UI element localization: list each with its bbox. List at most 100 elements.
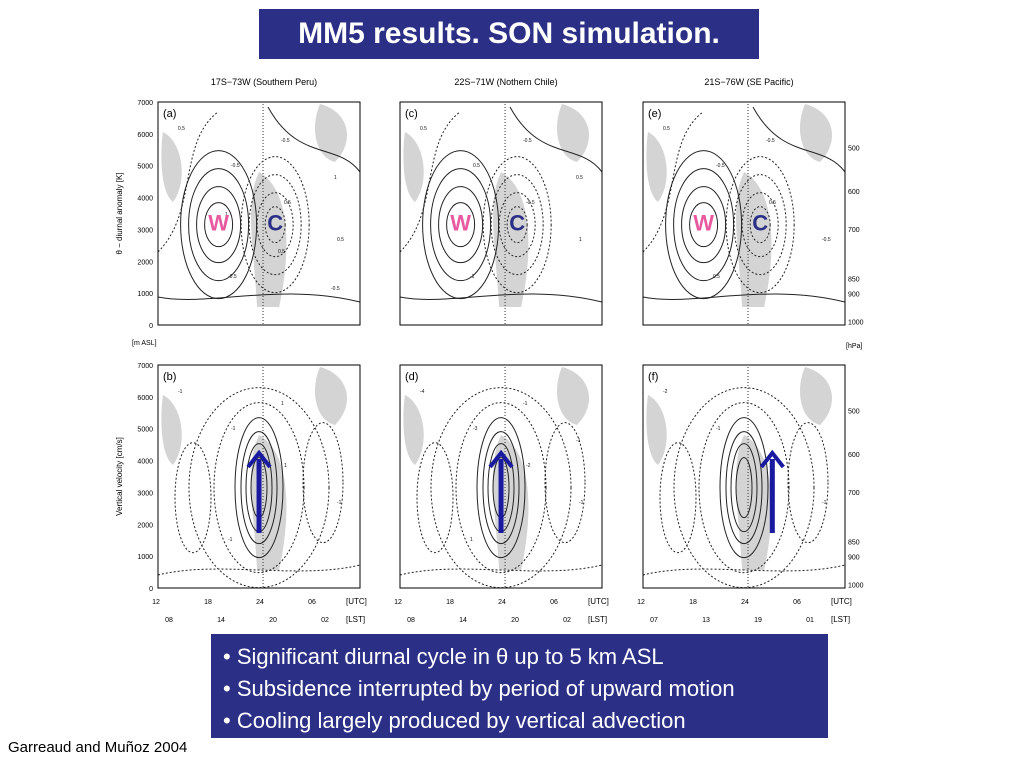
cold-anomaly-label: C: [509, 211, 525, 236]
contour-label: -0.5: [766, 138, 775, 144]
contour-label: 1: [470, 537, 473, 543]
contour-label: -0.5: [281, 138, 290, 144]
shaded-region: [557, 104, 589, 162]
column-title-1: 22S−71W (Nothern Chile): [454, 77, 557, 87]
utc-tick-label: 06: [550, 599, 558, 606]
lst-tick-label: 19: [754, 617, 762, 624]
left-tick-label: 3000: [137, 490, 153, 497]
slide-title: MM5 results. SON simulation.: [259, 9, 759, 59]
contour-label: -1: [576, 438, 581, 444]
left-tick-label: 1000: [137, 554, 153, 561]
shaded-region: [736, 435, 772, 570]
lst-tick-label: 08: [165, 617, 173, 624]
column-title-0: 17S−73W (Southern Peru): [211, 77, 317, 87]
lst-unit: [LST]: [588, 615, 607, 624]
left-axis-unit: [m ASL]: [132, 340, 157, 347]
shaded-region: [800, 104, 832, 162]
right-tick-label: 500: [848, 145, 860, 152]
contour-label: -2: [526, 463, 531, 469]
contour-label: -2: [663, 389, 668, 395]
shaded-region: [251, 172, 287, 307]
contour-label: -1: [337, 500, 342, 506]
lst-tick-label: 07: [650, 617, 658, 624]
right-tick-label: 1000: [848, 582, 864, 589]
panel-label: (e): [648, 108, 661, 120]
left-axis-title: Vertical velocity [cm/s]: [115, 437, 124, 516]
left-tick-label: 2000: [137, 259, 153, 266]
warm-anomaly-label: W: [693, 211, 714, 236]
contour-label: -4: [420, 389, 425, 395]
shaded-region: [161, 395, 182, 465]
column-titles: 17S−73W (Southern Peru) 22S−71W (Nothern …: [211, 77, 794, 87]
warm-anomaly-label: W: [208, 211, 229, 236]
contour-label: 0.5: [278, 249, 285, 255]
right-tick-label: 500: [848, 408, 860, 415]
contour-label: -3: [473, 426, 478, 432]
lst-unit: [LST]: [346, 615, 365, 624]
utc-tick-label: 12: [637, 599, 645, 606]
left-tick-label: 7000: [137, 363, 153, 370]
panel-frame: [642, 101, 846, 326]
left-axis-title: θ − diurnal anomaly [K]: [115, 172, 124, 254]
left-tick-label: 2000: [137, 522, 153, 529]
right-tick-label: 900: [848, 292, 860, 299]
citation: Garreaud and Muñoz 2004: [8, 739, 188, 756]
contour-label: -0.5: [822, 237, 831, 243]
contour-label: 0.5: [769, 200, 776, 206]
utc-tick-label: 24: [256, 599, 264, 606]
contour-label: 0.5: [284, 200, 291, 206]
utc-unit: [UTC]: [588, 597, 609, 606]
contour-label: 0.5: [420, 126, 427, 132]
utc-tick-label: 18: [204, 599, 212, 606]
lst-tick-label: 13: [702, 617, 710, 624]
utc-tick-label: 12: [394, 599, 402, 606]
right-tick-label: 600: [848, 189, 860, 196]
contour-label: -1: [470, 274, 475, 280]
left-tick-label: 1000: [137, 291, 153, 298]
shaded-region: [646, 395, 667, 465]
contour-label: -0.5: [526, 200, 535, 206]
lst-tick-label: 08: [407, 617, 415, 624]
contour-label: -0.5: [716, 163, 725, 169]
left-tick-label: 0: [149, 586, 153, 593]
right-tick-label: 900: [848, 555, 860, 562]
contour-label: 1: [579, 237, 582, 243]
bullet-3: • Cooling largely produced by vertical a…: [223, 708, 686, 733]
contour-label: 0.5: [713, 274, 720, 280]
warm-anomaly-label: W: [450, 211, 471, 236]
upward-arrow-head-icon: [759, 449, 785, 469]
contour-label: 1: [225, 212, 228, 218]
shaded-region: [493, 172, 529, 307]
bullet-2: • Subsidence interrupted by period of up…: [223, 676, 735, 701]
panel-b: -1-11-1-11(b): [157, 364, 361, 589]
contour-figure: 17S−73W (Southern Peru) 22S−71W (Nothern …: [115, 77, 864, 624]
panel-d: -4-3-2-11-1-1(d): [399, 364, 603, 589]
shaded-region: [161, 132, 182, 202]
utc-unit: [UTC]: [831, 597, 852, 606]
left-tick-label: 6000: [137, 395, 153, 402]
left-tick-label: 5000: [137, 164, 153, 171]
right-tick-label: 700: [848, 490, 860, 497]
contour-label: -1: [579, 500, 584, 506]
upward-arrow-head-icon: [488, 449, 514, 469]
right-tick-label: 700: [848, 227, 860, 234]
utc-unit: [UTC]: [346, 597, 367, 606]
right-tick-label: 600: [848, 452, 860, 459]
panel-label: (f): [648, 371, 658, 383]
right-tick-label: 850: [848, 277, 860, 284]
contour-label: 0.5: [337, 237, 344, 243]
right-tick-label: 1000: [848, 319, 864, 326]
utc-tick-label: 18: [689, 599, 697, 606]
bullet-1: • Significant diurnal cycle in θ up to 5…: [223, 644, 664, 669]
right-tick-label: 850: [848, 540, 860, 547]
contour-label: 1: [281, 401, 284, 407]
utc-tick-label: 18: [446, 599, 454, 606]
panel-frame: [157, 364, 361, 589]
left-tick-label: 3000: [137, 227, 153, 234]
upward-arrow-head-icon: [246, 449, 272, 469]
left-tick-label: 6000: [137, 132, 153, 139]
contour-label: -0.5: [523, 138, 532, 144]
shaded-region: [315, 104, 347, 162]
lst-tick-label: 20: [511, 617, 519, 624]
